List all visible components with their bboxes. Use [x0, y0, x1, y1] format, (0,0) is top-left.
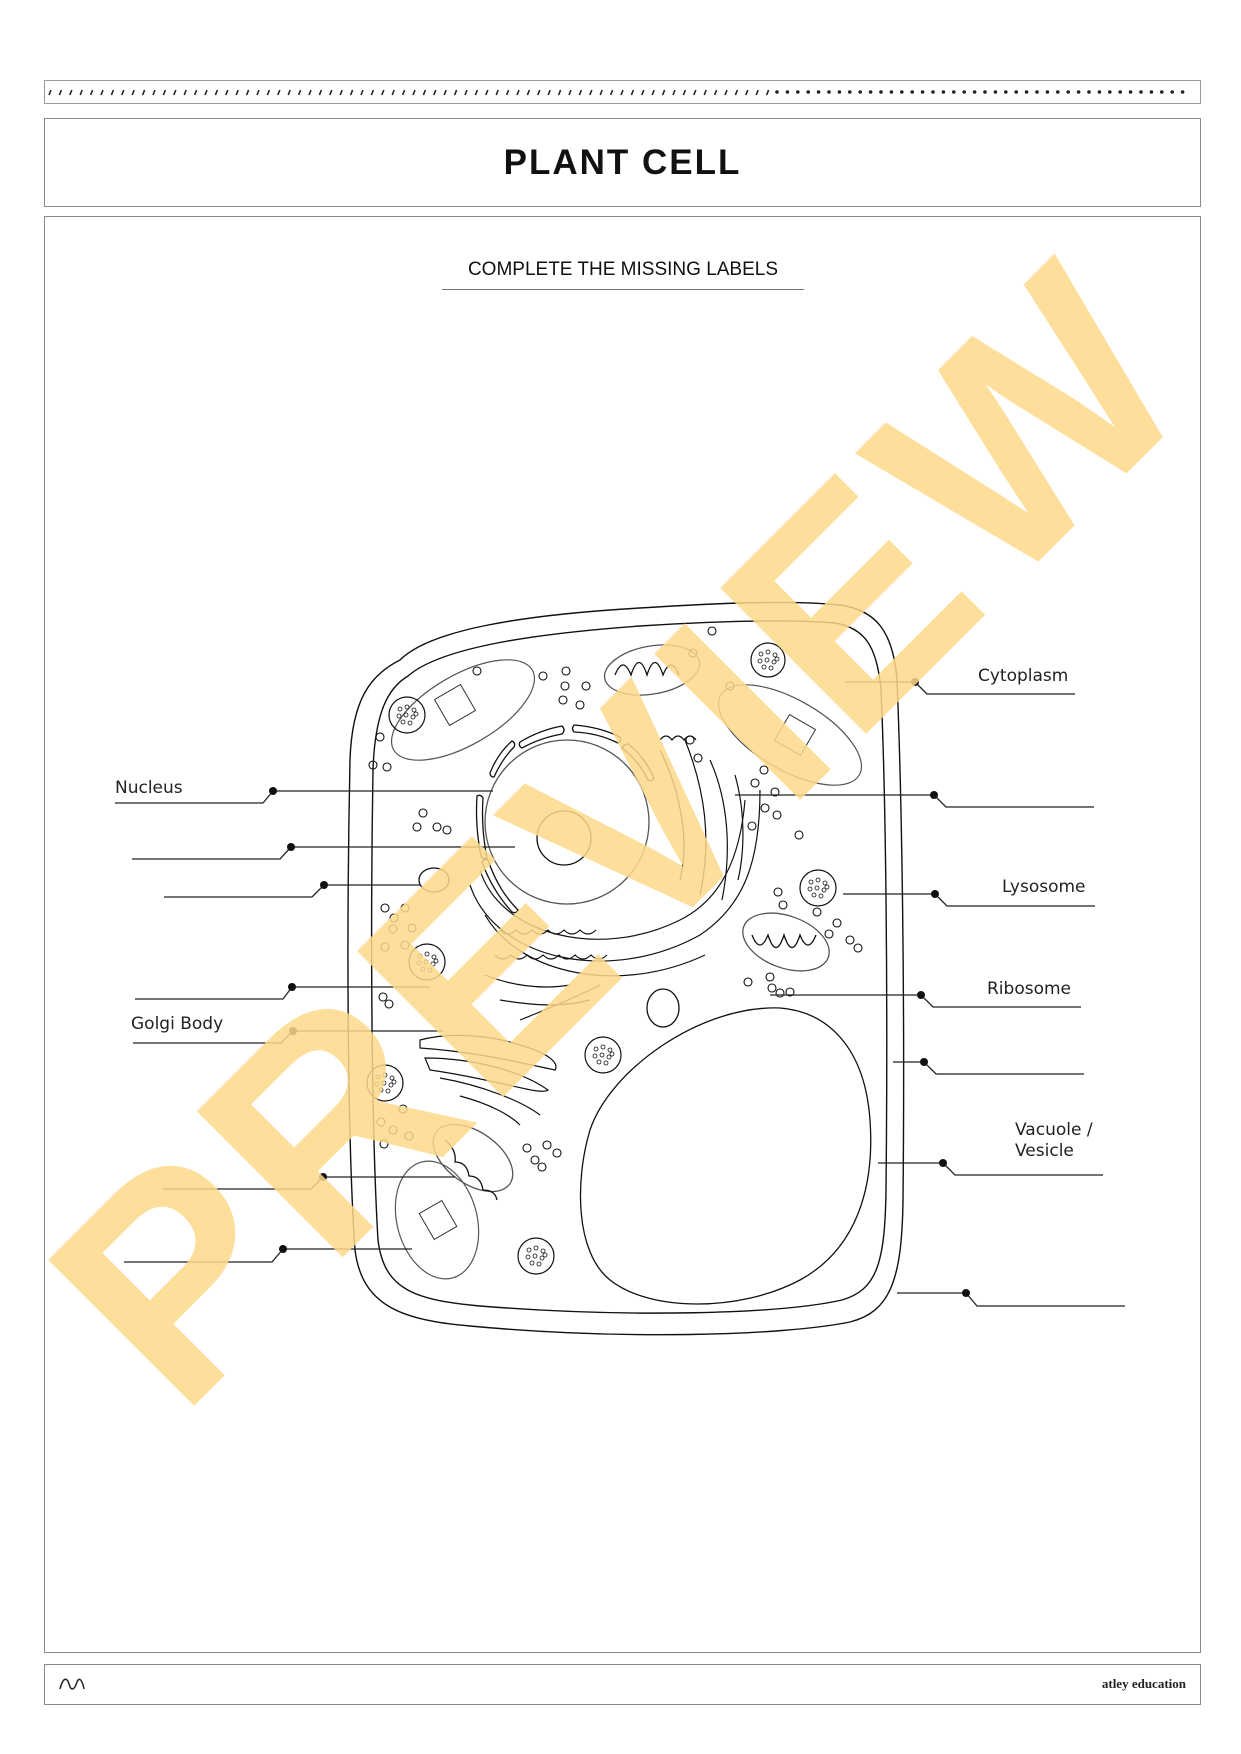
- answer-blank-right-2[interactable]: [946, 786, 1094, 806]
- answer-blank-right-5[interactable]: [936, 1053, 1084, 1073]
- brand-name: atley education: [1101, 1676, 1186, 1691]
- footer: atley education: [44, 1664, 1201, 1705]
- worksheet-panel: COMPLETE THE MISSING LABELS: [44, 216, 1201, 1653]
- label-vesicle: Vesicle: [1015, 1141, 1074, 1161]
- answer-blank-left-4[interactable]: [135, 978, 283, 998]
- dash-pattern: [48, 89, 1185, 96]
- answer-blank-left-7[interactable]: [124, 1241, 272, 1261]
- label-vacuole: Vacuole /: [1015, 1120, 1093, 1140]
- decorative-border-strip: [44, 80, 1201, 104]
- page-title: PLANT CELL: [503, 143, 742, 182]
- label-ribosome: Ribosome: [987, 979, 1072, 999]
- title-box: PLANT CELL: [44, 118, 1201, 207]
- instructions-heading: COMPLETE THE MISSING LABELS: [442, 259, 804, 290]
- answer-blank-right-7[interactable]: [977, 1285, 1125, 1305]
- label-golgi-body: Golgi Body: [131, 1014, 224, 1034]
- answer-blank-left-3[interactable]: [164, 876, 312, 896]
- answer-blank-left-6[interactable]: [163, 1168, 311, 1188]
- label-cytoplasm: Cytoplasm: [978, 666, 1069, 686]
- answer-blank-left-2[interactable]: [132, 838, 280, 858]
- label-lysosome: Lysosome: [1002, 877, 1086, 897]
- label-nucleus: Nucleus: [115, 778, 183, 798]
- wave-logo-icon: [59, 1678, 85, 1690]
